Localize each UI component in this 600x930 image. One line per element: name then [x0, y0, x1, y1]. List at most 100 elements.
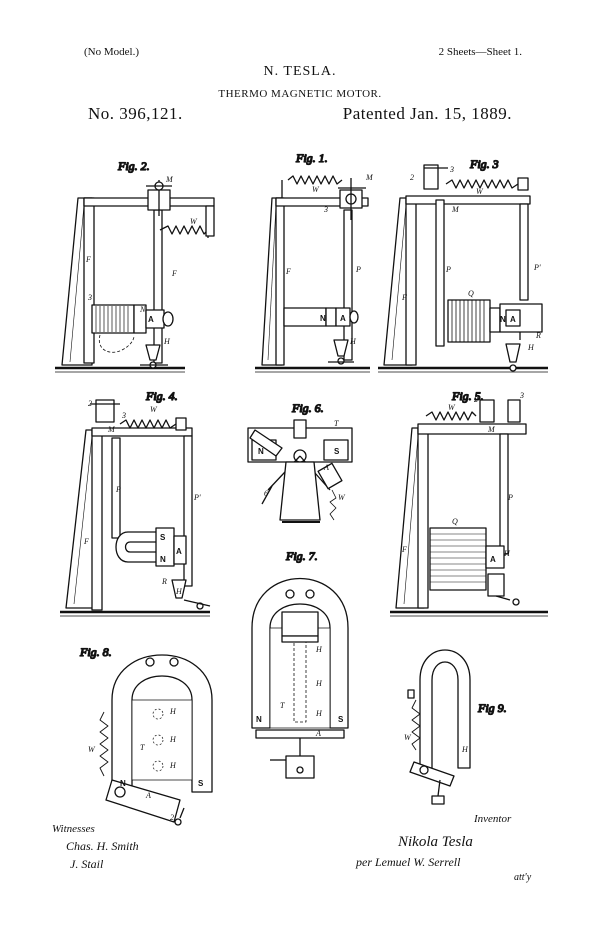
- fig7-label: Fig. 7.: [285, 549, 318, 563]
- label-N-fig7: N: [256, 715, 262, 724]
- inventor-signature: Nikola Tesla: [397, 834, 473, 850]
- label-P-fig5: P: [507, 493, 513, 502]
- label-R-fig4: R: [161, 577, 167, 586]
- label-M-fig5: M: [487, 425, 496, 434]
- label-F-fig4: F: [83, 537, 89, 546]
- label-S-fig4: S: [160, 533, 166, 542]
- witnesses-label: Witnesses: [52, 823, 95, 835]
- label-H-fig9: H: [461, 745, 469, 754]
- label-A-fig5: A: [490, 555, 496, 564]
- label-F-fig2: F: [85, 255, 91, 264]
- label-H1-fig7: H: [315, 645, 323, 654]
- label-W-fig9: W: [404, 733, 412, 742]
- label-2-fig3: 2: [410, 173, 414, 182]
- label-H2-fig8: H: [169, 735, 177, 744]
- label-P-fig4: P: [115, 485, 121, 494]
- label-F2-fig2: F: [171, 269, 177, 278]
- label-P-fig1: P: [355, 265, 361, 274]
- label-W-fig1: W: [312, 185, 320, 194]
- label-A-fig7: A: [315, 729, 321, 738]
- label-S-fig8: S: [198, 779, 204, 788]
- label-W-fig4: W: [150, 405, 158, 414]
- label-A-fig6: A: [323, 463, 329, 472]
- figure-8: Fig. 8.: [78, 644, 213, 826]
- label-W-fig6: W: [338, 493, 346, 502]
- fig6-label: Fig. 6.: [291, 401, 324, 415]
- label-A-fig8: A: [145, 791, 151, 800]
- fig5-label: Fig. 5.: [451, 389, 484, 403]
- label-R-fig3: R: [535, 331, 541, 340]
- figure-4: Fig. 4.: [60, 388, 211, 617]
- label-H-fig4: H: [175, 587, 183, 596]
- label-6-fig6: 6: [264, 489, 268, 498]
- label-N-fig8: N: [120, 779, 126, 788]
- label-T-fig7: T: [280, 701, 285, 710]
- witness-2-signature: J. Stail: [70, 857, 104, 871]
- figure-9: Fig 9.: [407, 649, 507, 805]
- signature-block: Witnesses Chas. H. Smith J. Stail Invent…: [52, 813, 532, 883]
- no-model-note: (No Model.): [84, 46, 139, 58]
- label-H3-fig7: H: [315, 709, 323, 718]
- label-W-fig2: W: [190, 217, 198, 226]
- patent-date: Patented Jan. 15, 1889.: [342, 104, 512, 123]
- label-M-fig1: M: [365, 173, 374, 182]
- label-A-fig3: A: [510, 315, 516, 324]
- fig3-label: Fig. 3: [469, 157, 499, 171]
- label-H1-fig8: H: [169, 707, 177, 716]
- label-P-fig3: P: [445, 265, 451, 274]
- label-A-fig1: A: [340, 314, 346, 323]
- figure-7: Fig. 7.: [251, 548, 349, 779]
- label-Q-fig3: Q: [468, 289, 474, 298]
- label-S-fig7: S: [338, 715, 344, 724]
- label-N-fig3: N: [500, 315, 506, 324]
- label-2-fig5: 2: [474, 395, 478, 404]
- label-W-fig3: W: [476, 187, 484, 196]
- label-S-fig6: S: [334, 447, 340, 456]
- label-2-fig4: 2: [88, 399, 92, 408]
- figure-5: Fig. 5.: [390, 388, 548, 617]
- label-N-fig6: N: [258, 447, 264, 456]
- label-M-fig3: M: [451, 205, 460, 214]
- patent-number: No. 396,121.: [88, 104, 183, 123]
- label-F-fig1: F: [285, 267, 291, 276]
- witness-1-signature: Chas. H. Smith: [66, 839, 139, 853]
- label-N-fig1: N: [320, 314, 326, 323]
- fig8-label: Fig. 8.: [79, 645, 112, 659]
- label-W-fig5: W: [448, 403, 456, 412]
- figure-3: Fig. 3: [378, 156, 548, 373]
- label-3-fig4: 3: [121, 411, 126, 420]
- fig4-label: Fig. 4.: [145, 389, 178, 403]
- label-2-fig8: 2: [170, 813, 174, 822]
- label-T-fig6: T: [334, 419, 339, 428]
- label-H3-fig8: H: [169, 761, 177, 770]
- label-Q-fig5: Q: [452, 517, 458, 526]
- label-N-fig2: N: [139, 305, 146, 314]
- patent-title: THERMO MAGNETIC MOTOR.: [218, 88, 382, 100]
- label-H-fig2: H: [163, 337, 171, 346]
- label-F-fig3: F: [401, 293, 407, 302]
- label-P1-fig4: P': [193, 493, 201, 502]
- attorney-signature: per Lemuel W. Serrell: [355, 855, 461, 869]
- figure-6: Fig. 6.: [247, 400, 353, 523]
- inventor-name: N. TESLA.: [263, 64, 337, 79]
- label-M-fig4: M: [107, 425, 116, 434]
- label-W-fig8: W: [88, 745, 96, 754]
- sheet-number: 2 Sheets—Sheet 1.: [438, 46, 522, 58]
- inventor-label: Inventor: [473, 813, 512, 825]
- label-P1-fig3: P': [533, 263, 541, 272]
- figure-2: Fig. 2.: [55, 158, 215, 373]
- fig1-label: Fig. 1.: [295, 151, 328, 165]
- label-3-fig1: 3: [323, 205, 328, 214]
- label-A-fig4: A: [176, 547, 182, 556]
- label-F-fig5: F: [401, 545, 407, 554]
- reference-labels: M W F F 3 A N H M W F P N A H 3 2 3 W M …: [83, 165, 541, 822]
- fig2-label: Fig. 2.: [117, 159, 150, 173]
- label-3-fig3: 3: [449, 165, 454, 174]
- attorney-suffix: att'y: [514, 872, 532, 883]
- label-H2-fig7: H: [315, 679, 323, 688]
- label-N-fig4: N: [160, 555, 166, 564]
- label-A-fig2: A: [148, 315, 154, 324]
- figure-1: Fig. 1.: [255, 150, 370, 373]
- label-T-fig8: T: [140, 743, 145, 752]
